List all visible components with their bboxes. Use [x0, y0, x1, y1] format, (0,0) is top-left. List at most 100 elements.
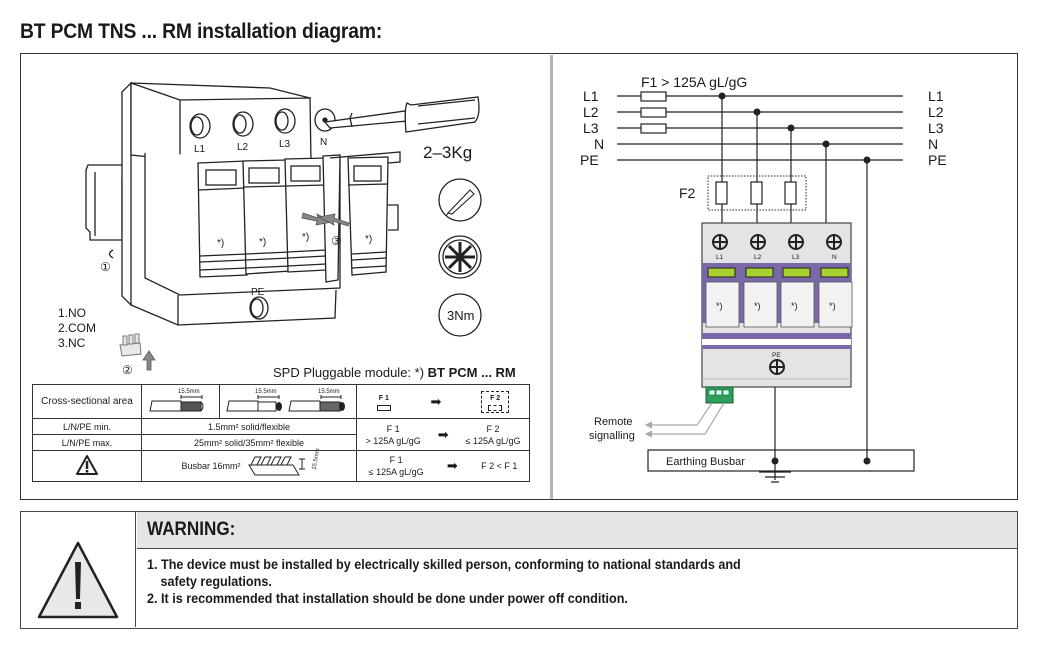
fuse-f2-group — [707, 175, 807, 211]
warning-list: 1. The device must be installed by elect… — [147, 556, 1007, 607]
f1-label: F1 > 125A gL/gG — [641, 74, 747, 90]
strip-length: 15.5mm — [178, 389, 200, 395]
fuse-rule-from: F 1 — [386, 423, 400, 434]
fuse-rule-from-value: > 125A gL/gG — [365, 435, 421, 446]
warning-item: 1. The device must be installed by elect… — [147, 556, 741, 572]
module-note: SPD Pluggable module: *) BT PCM ... RM — [273, 365, 516, 380]
line-label-right: L3 — [928, 120, 944, 136]
module-terminal-label: N — [832, 254, 837, 261]
fuse-rule-from-value: ≤ 125A gL/gG — [368, 467, 424, 477]
warning-item-continuation: safety regulations. — [160, 573, 272, 589]
panel-divider — [550, 55, 553, 499]
arrow-right-icon: ➡ — [430, 393, 442, 409]
warning-triangle-icon — [76, 454, 98, 475]
line-label-left: PE — [580, 152, 599, 168]
module-note-prefix: SPD Pluggable module: *) — [273, 365, 424, 380]
line-label-right: L1 — [928, 88, 944, 104]
junction-dot — [822, 140, 830, 148]
module-marker: *) — [716, 301, 723, 311]
line-label-left: N — [594, 136, 604, 152]
busbar-label: Earthing Busbar — [666, 456, 745, 468]
terminal-label: L1 — [194, 144, 206, 155]
wire-spec-table: Cross-sectional area 15.5mm 15.5mm 15.5m… — [32, 384, 530, 482]
line-label-left: L1 — [583, 88, 599, 104]
junction-dot — [863, 457, 871, 465]
warning-triangle-icon — [37, 541, 119, 619]
warning-header-text: WARNING: — [147, 519, 236, 540]
cross-section-header: Cross-sectional area — [32, 384, 142, 419]
caution-cell — [32, 450, 142, 482]
force-label: 2–3Kg — [423, 143, 472, 162]
junction-dot — [771, 457, 779, 465]
terminal-label: L2 — [237, 142, 249, 153]
table-row: Busbar 16mm² 15.5mm F 1 ≤ 125A gL/gG ➡ F … — [32, 448, 530, 482]
remote-signal-connector — [705, 386, 734, 404]
fuse-icon — [488, 404, 503, 411]
remote-signalling-label: signalling — [589, 430, 635, 442]
junction-dot — [863, 156, 871, 164]
spd-device-drawing: L1 L2 L3 N PE *) *) *) *) ① ② ③ 2–3Kg 3N… — [58, 81, 516, 380]
module-note-model: BT PCM ... RM — [428, 365, 516, 380]
module-terminal-label: L1 — [716, 254, 724, 261]
module-marker: *) — [829, 301, 836, 311]
fuse-f1-l3 — [640, 123, 667, 134]
stripped-wire-icon: 15.5mm — [148, 389, 203, 412]
module-marker: *) — [217, 238, 224, 249]
fuse-rule-from: F 1 — [389, 455, 403, 465]
module-marker: *) — [791, 301, 798, 311]
busbar-icon: 15.5mm — [247, 448, 321, 476]
contact-label: 1.NO — [58, 306, 86, 320]
torque-label: 3Nm — [447, 308, 474, 323]
terminal-label: L3 — [279, 139, 291, 150]
module-terminal-label: L3 — [792, 254, 800, 261]
earthing-busbar — [647, 449, 915, 472]
strip-length: 15.5mm — [318, 389, 340, 395]
contact-label: 2.COM — [58, 321, 96, 335]
fuse-f1-l1 — [640, 91, 667, 102]
table-row: L/N/PE min. 1.5mm² solid/flexible F 1> 1… — [32, 418, 530, 451]
module-marker: *) — [365, 234, 372, 245]
module-marker: *) — [302, 232, 309, 243]
warning-item: 2. It is recommended that installation s… — [147, 590, 628, 606]
fuse-f2-label: F 2 — [490, 394, 501, 402]
stripped-wire-icon: 15.5mm 15.5mm — [226, 389, 345, 412]
step-marker-3: ③ — [331, 234, 342, 248]
junction-dot — [753, 108, 761, 116]
fuse-icon — [376, 404, 391, 411]
step-marker-1: ① — [100, 260, 111, 274]
busbar-label: Busbar 16mm² — [181, 461, 241, 471]
fuse-legend-cell: F 1 ➡ F 2 — [356, 384, 530, 419]
fuse-rule-2: F 1 ≤ 125A gL/gG ➡ F 2 < F 1 — [356, 450, 530, 482]
fuse-rule-to: F 2 — [486, 423, 500, 434]
module-marker: *) — [259, 237, 266, 248]
junction-dot — [787, 124, 795, 132]
arrow-right-icon: ➡ — [437, 426, 449, 442]
spd-module — [701, 222, 853, 388]
fuse-f1: F 1 — [376, 393, 391, 411]
remote-signalling-label: Remote — [594, 416, 633, 428]
fuse-rule-to: F 2 < F 1 — [481, 461, 518, 471]
fuse-legend: F 1 ➡ F 2 — [357, 390, 529, 413]
step-marker-2: ② — [122, 363, 133, 377]
junction-dot — [718, 92, 726, 100]
diagram-frame — [20, 53, 1018, 500]
terminal-label: N — [320, 137, 327, 148]
module-marker: *) — [754, 301, 761, 311]
arrow-right-icon: ➡ — [446, 458, 458, 473]
strip-length: 15.5mm — [255, 389, 277, 395]
line-label-right: N — [928, 136, 938, 152]
line-label-right: L2 — [928, 104, 944, 120]
page-title: BT PCM TNS ... RM installation diagram: — [20, 20, 383, 43]
contact-label: 3.NC — [58, 336, 86, 350]
wire-solid-cell: 15.5mm — [141, 384, 220, 419]
busbar-dim: 15.5mm — [311, 448, 321, 470]
warning-box: WARNING: 1. The device must be installed… — [20, 511, 1018, 629]
line-label-left: L2 — [583, 104, 599, 120]
warning-header: WARNING: — [137, 512, 1017, 549]
fuse-f1-l2 — [640, 107, 667, 118]
line-label-left: L3 — [583, 120, 599, 136]
module-pe-label: PE — [772, 352, 781, 359]
fuse-rule-to-value: ≤ 125A gL/gG — [465, 435, 521, 446]
wiring-schematic: L1 L2 L3 N PE *) *) *) *) L1 L2 L3 N PE … — [580, 74, 947, 483]
fuse-f1-label: F 1 — [378, 394, 389, 402]
